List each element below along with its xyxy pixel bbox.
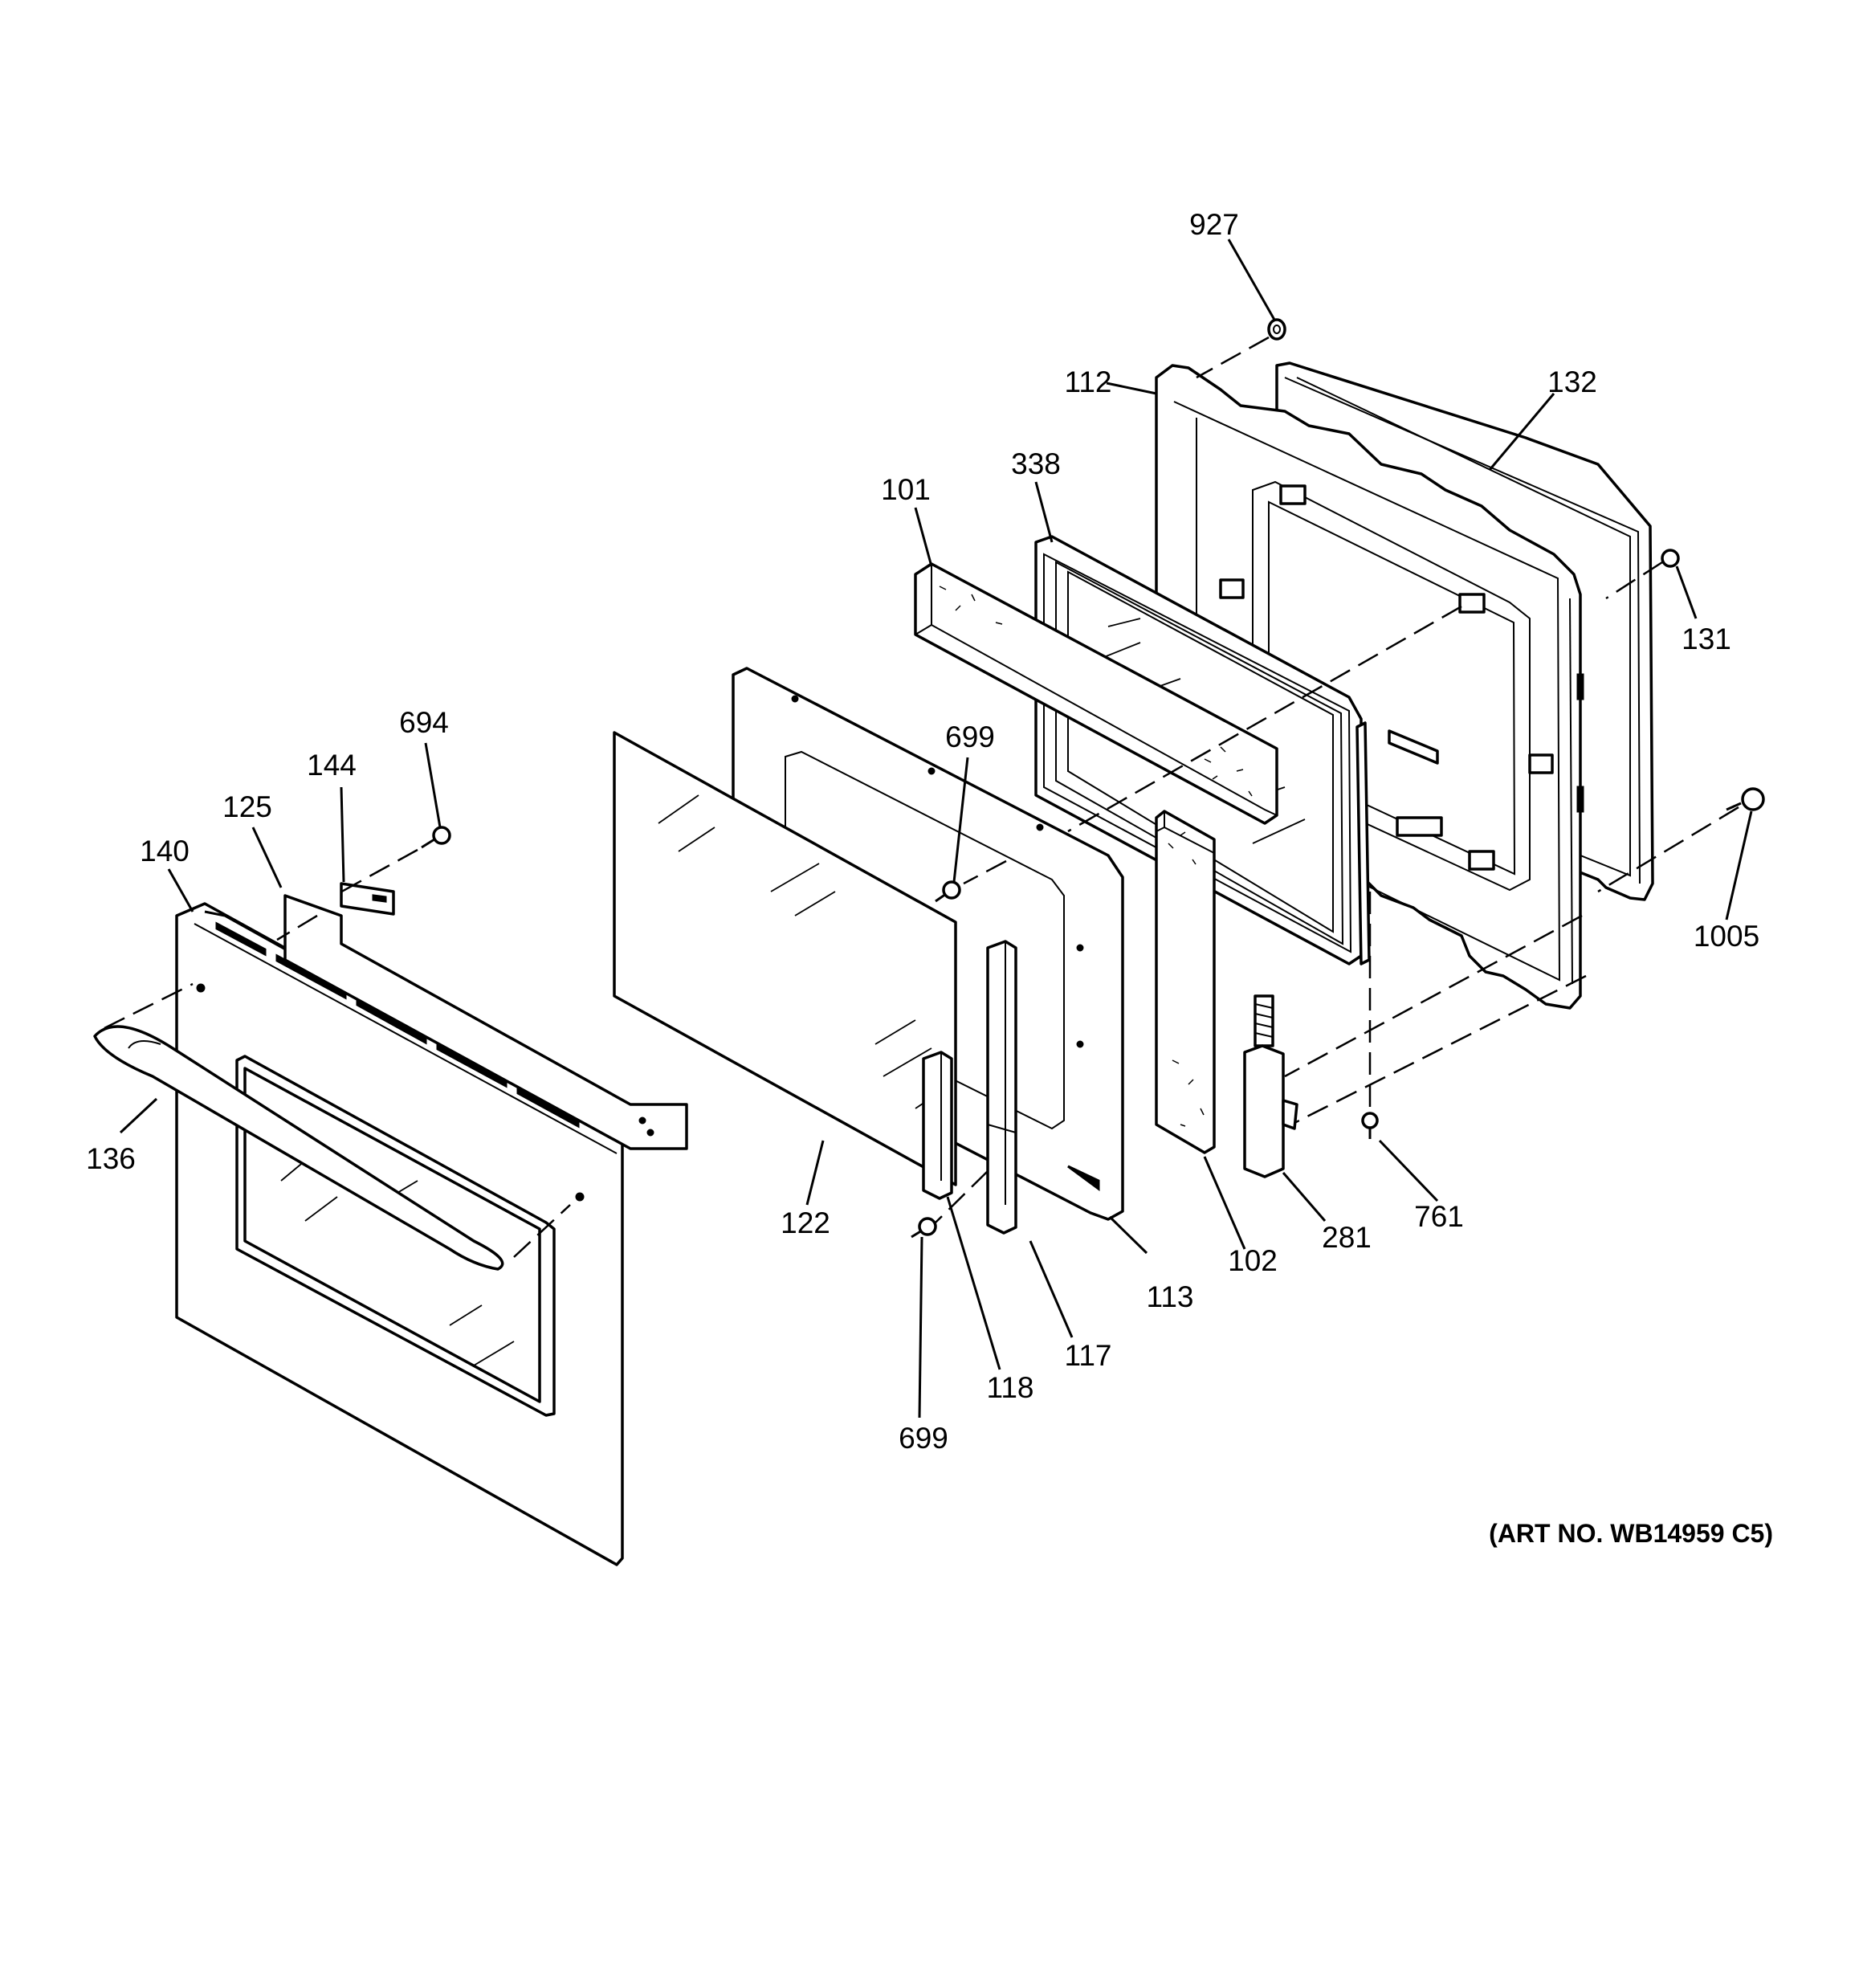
art-number: (ART NO. WB14959 C5): [1489, 1519, 1773, 1548]
part-102-insulation-side: [1155, 810, 1216, 1154]
callout-699-lower: 699: [899, 1422, 948, 1455]
callout-699-upper: 699: [945, 720, 995, 753]
part-699-screw-upper: [935, 880, 961, 903]
part-1005-screw: [1726, 787, 1765, 811]
part-281-door-hinge: [1243, 994, 1298, 1178]
callout-122: 122: [781, 1206, 830, 1239]
part-122-door-glass: [613, 731, 957, 1186]
callout-761: 761: [1414, 1200, 1464, 1233]
assembly-lines: [104, 336, 1739, 1258]
callout-102: 102: [1228, 1244, 1278, 1277]
callout-927: 927: [1189, 208, 1239, 241]
callout-101: 101: [881, 473, 931, 506]
part-112-door-liner: [1155, 364, 1584, 1010]
callout-113: 113: [1147, 1280, 1194, 1313]
leader-lines: [119, 239, 1753, 1419]
callout-144: 144: [307, 749, 357, 782]
callout-338: 338: [1011, 447, 1061, 480]
callout-125: 125: [222, 790, 272, 823]
callout-117: 117: [1065, 1339, 1112, 1372]
callout-132: 132: [1547, 365, 1597, 398]
part-125-heat-shield: [283, 894, 688, 1150]
callout-694: 694: [399, 706, 449, 739]
callout-labels: 927 112 132 338 101 131 694 699 144 125 …: [86, 208, 1773, 1548]
part-694-screw: [421, 826, 451, 849]
part-117-hinge-bracket: [986, 940, 1017, 1235]
callout-1005: 1005: [1694, 920, 1759, 953]
part-927-washer: [1267, 318, 1286, 341]
callout-118: 118: [987, 1371, 1034, 1404]
part-131-screw: [1661, 549, 1680, 568]
callout-136: 136: [86, 1142, 136, 1175]
callout-140: 140: [140, 835, 190, 867]
part-761-screw: [1361, 1112, 1379, 1139]
callout-281: 281: [1322, 1221, 1372, 1254]
part-144-bracket: [340, 882, 395, 916]
part-699-screw-lower: [911, 1217, 937, 1239]
callout-112: 112: [1065, 365, 1112, 398]
part-136-door-handle: [93, 1025, 504, 1271]
callout-131: 131: [1682, 623, 1731, 655]
part-118-hinge-bracket: [922, 1051, 953, 1200]
